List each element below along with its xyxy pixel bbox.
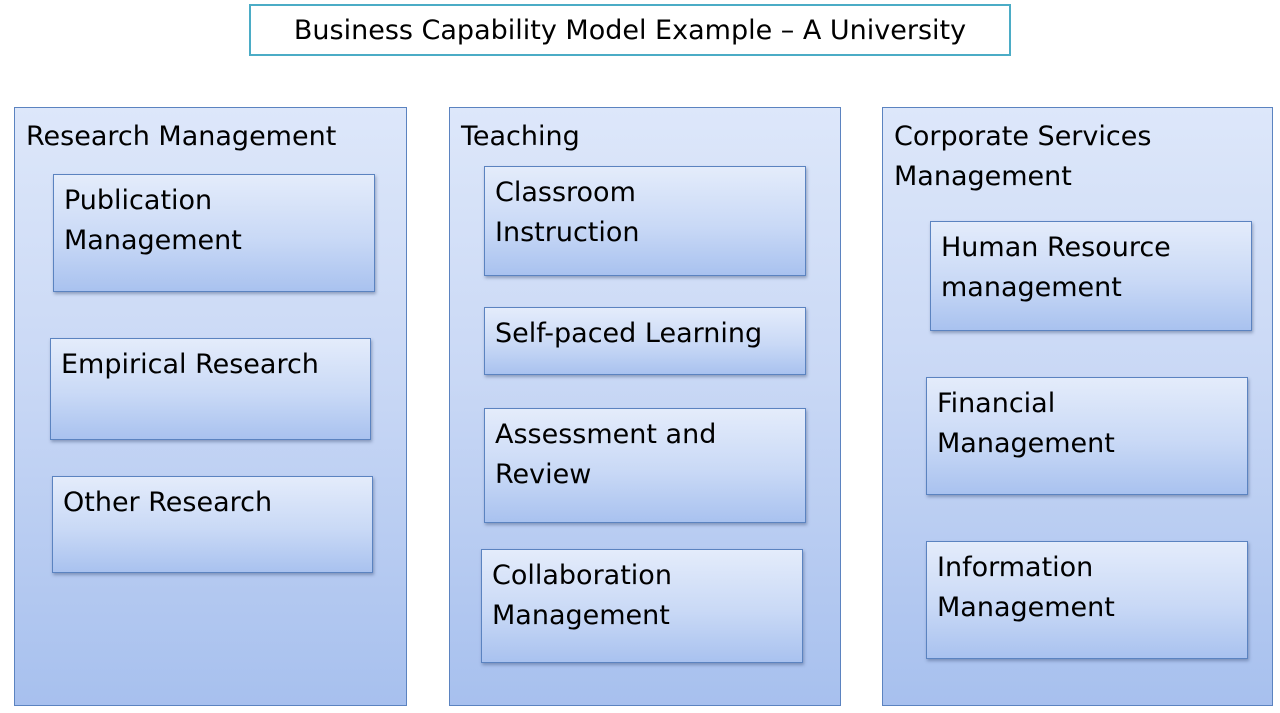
capability-label: Collaboration Management <box>492 560 672 631</box>
capability-information-management: Information Management <box>926 541 1248 659</box>
capability-assessment-and-review: Assessment and Review <box>484 408 806 523</box>
capability-publication-management: Publication Management <box>53 174 375 292</box>
group-title: Research Management <box>26 121 337 152</box>
capability-label: Other Research <box>63 487 273 518</box>
capability-label: Classroom Instruction <box>495 177 640 248</box>
capability-label: Human Resource management <box>941 232 1171 303</box>
group-title: Corporate Services Management <box>894 121 1152 192</box>
diagram-title: Business Capability Model Example – A Un… <box>249 4 1011 56</box>
capability-empirical-research: Empirical Research <box>50 338 371 440</box>
group-title: Teaching <box>461 121 580 152</box>
capability-label: Publication Management <box>64 185 242 256</box>
capability-label: Self-paced Learning <box>495 318 763 349</box>
capability-human-resource-management: Human Resource management <box>930 221 1252 331</box>
capability-label: Information Management <box>937 552 1115 623</box>
capability-classroom-instruction: Classroom Instruction <box>484 166 806 276</box>
capability-label: Financial Management <box>937 388 1115 459</box>
capability-label: Assessment and Review <box>495 419 717 490</box>
capability-label: Empirical Research <box>61 349 319 380</box>
capability-self-paced-learning: Self-paced Learning <box>484 307 806 375</box>
capability-financial-management: Financial Management <box>926 377 1248 495</box>
capability-other-research: Other Research <box>52 476 373 573</box>
capability-collaboration-management: Collaboration Management <box>481 549 803 663</box>
